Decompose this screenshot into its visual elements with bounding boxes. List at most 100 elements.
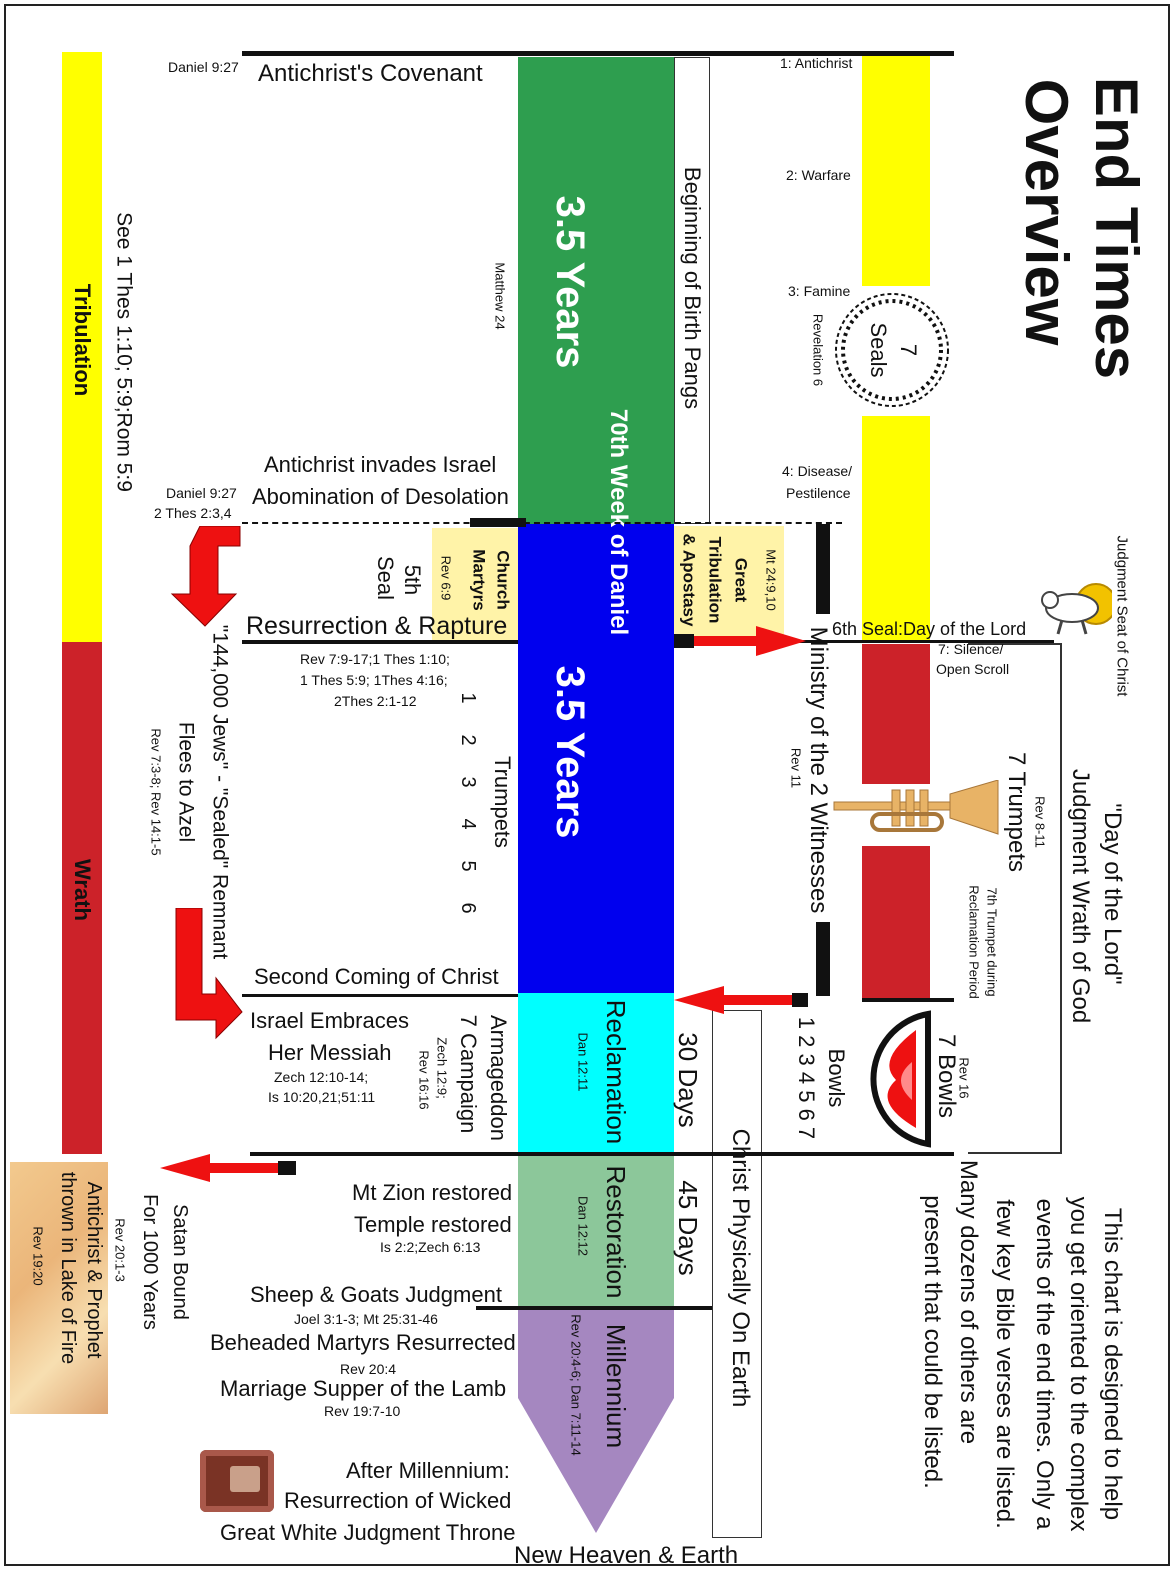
trumpet-number-5: 5	[457, 860, 479, 872]
first-half-years: 3.5 Years	[548, 195, 592, 369]
covenant-label: Antichrist's Covenant	[258, 60, 483, 87]
great-tribulation-box	[674, 526, 784, 642]
beheaded-label: Beheaded Martyrs Resurrected	[210, 1330, 516, 1355]
temple-label: Temple restored	[354, 1212, 512, 1237]
second-half-years: 3.5 Years	[548, 665, 592, 839]
rapture-ref-3: 2Thes 2:1-12	[334, 693, 417, 709]
fifth-seal-2: Seal	[373, 555, 398, 601]
armageddon-line-2: 7 Campaign	[456, 1014, 481, 1134]
church-martyrs-line2: Martyrs	[469, 549, 489, 611]
beheaded-ref: Rev 20:4	[340, 1361, 397, 1377]
seals-badge-ref: Revelation 6	[810, 313, 826, 387]
witness-bar-bottom	[816, 922, 830, 996]
restoration-ref: Dan 12:12	[575, 1196, 591, 1256]
thirty-days: 30 Days	[673, 1032, 703, 1128]
description-line-4: few key Bible verses are listed.	[991, 1199, 1018, 1529]
satan-bound-ref: Rev 20:1-3	[112, 1218, 128, 1282]
judgment-bracket	[968, 643, 1062, 1154]
reclamation-cyan	[518, 993, 674, 1155]
seals-yellow-bottom	[862, 416, 930, 640]
after-millennium-label: After Millennium:	[346, 1458, 510, 1483]
great-tribulation-line2: Tribulation	[705, 536, 725, 624]
reclamation-ref: Dan 12:11	[575, 1032, 591, 1092]
seal-4b: Pestilence	[786, 485, 851, 501]
christ-on-earth-box	[712, 1010, 762, 1538]
second-half-blue	[518, 524, 674, 993]
trumpet-number-2: 2	[457, 734, 479, 746]
arrow-flee-1	[170, 526, 241, 627]
witnesses-label: Ministry of the 2 Witnesses	[805, 626, 832, 914]
line-bowls-top	[862, 998, 954, 1002]
flees-label: Flees to Azel	[174, 721, 198, 843]
trumpet-icon	[833, 780, 999, 835]
day-of-lord-line-2: Judgment Wrath of God	[1067, 768, 1094, 1024]
armageddon-ref-1: Zech 12:9;	[434, 1037, 450, 1099]
seal-1: 1: Antichrist	[780, 55, 853, 71]
trumpet-number-3: 3	[457, 776, 479, 788]
birth-pangs-label: Beginning of Birth Pangs	[680, 166, 705, 410]
description-line-6: present that could be listed.	[919, 1195, 946, 1489]
israel-line-1: Israel Embraces	[250, 1008, 409, 1033]
line-abomination-left-bold	[470, 518, 526, 527]
bowl-icon	[870, 1010, 931, 1148]
description-line-1: This chart is designed to help	[1099, 1207, 1126, 1521]
seal-3: 3: Famine	[788, 283, 851, 299]
seals-badge	[835, 293, 949, 407]
seals-yellow-top	[862, 56, 930, 286]
satan-bound-2: For 1000 Years	[139, 1194, 161, 1330]
description-line-5: Many dozens of others are	[955, 1159, 982, 1445]
great-tribulation-line1: Great	[731, 557, 751, 603]
antichrist-ref: Rev 19:20	[30, 1226, 46, 1286]
judgment-seat-label: Judgment Seat of Christ	[1113, 535, 1131, 697]
bowls-word: Bowls	[824, 1048, 849, 1108]
satan-bound-1: Satan Bound	[169, 1204, 191, 1320]
line-rapture	[242, 640, 518, 644]
line-second-coming	[242, 994, 518, 997]
rapture-label: Resurrection & Rapture	[246, 612, 508, 640]
seals-badge-word: Seals	[866, 322, 891, 378]
bowls-right-label: 7 Bowls	[933, 1033, 960, 1119]
wrath-band	[62, 642, 102, 1154]
temple-ref: Is 2:2;Zech 6:13	[380, 1239, 481, 1255]
trumpet-number-1: 1	[457, 692, 479, 704]
fortyfive-days: 45 Days	[673, 1180, 703, 1276]
flees-ref: Rev 7:3-8; Rev 14:1-5	[148, 728, 164, 856]
seal-4a: 4: Disease/	[782, 463, 853, 479]
arrow-to-second-coming	[674, 986, 808, 1014]
abomination-ref-1: Daniel 9:27	[166, 485, 237, 501]
first-half-green	[518, 57, 674, 524]
day-of-lord-line-1: "Day of the Lord"	[1099, 803, 1126, 985]
abomination-ref-2: 2 Thes 2:3,4	[154, 505, 232, 521]
seal-6: 6th Seal:Day of the Lord	[832, 619, 1027, 639]
trumpet-number-6: 6	[457, 902, 479, 914]
description-line-2: you get oriented to the complex	[1065, 1196, 1092, 1532]
bowls-numbers: 1 2 3 4 5 6 7	[794, 1016, 819, 1140]
new-heaven-label: New Heaven & Earth	[514, 1542, 739, 1569]
witnesses-ref: Rev 11	[788, 747, 804, 789]
arrow-flee-2	[175, 908, 243, 1040]
reclamation-label: Reclamation	[601, 999, 631, 1145]
trumpets-red-top	[862, 644, 930, 784]
great-tribulation-line3: & Apostasy	[679, 533, 699, 627]
abomination-label: Abomination of Desolation	[252, 484, 509, 509]
wicked-label: Resurrection of Wicked	[284, 1488, 512, 1513]
bowls-right-ref: Rev 16	[956, 1057, 972, 1099]
antichrist-line-2: thrown in Lake of Fire	[57, 1171, 79, 1365]
matthew-24: Matthew 24	[492, 262, 508, 330]
antichrist-line-1: Antichrist & Prophet	[83, 1181, 105, 1359]
israel-line-2: Her Messiah	[268, 1040, 392, 1065]
line-reclamation-end	[250, 1152, 954, 1156]
trumpets-label: Trumpets	[490, 755, 515, 849]
armageddon-line-1: Armageddon	[486, 1015, 511, 1141]
marriage-ref: Rev 19:7-10	[324, 1403, 401, 1419]
trumpets-right-note-2: Reclamation Period	[966, 885, 982, 999]
church-martyrs-ref: Rev 6:9	[438, 555, 454, 601]
seal-7a: 7: Silence/	[938, 641, 1004, 657]
trumpets-right-note-1: 7th Trumpet during	[984, 887, 1000, 997]
zion-label: Mt Zion restored	[352, 1180, 513, 1205]
israel-ref-2: Is 10:20,21;51:11	[268, 1089, 376, 1105]
restoration-sage	[518, 1155, 674, 1308]
rapture-ref-2: 1 Thes 5:9; 1Thes 4:16;	[300, 672, 448, 688]
great-tribulation-ref: Mt 24:9,10	[763, 549, 779, 611]
see-refs: See 1 Thes 1:10; 5:9;Rom 5:9	[112, 212, 136, 492]
